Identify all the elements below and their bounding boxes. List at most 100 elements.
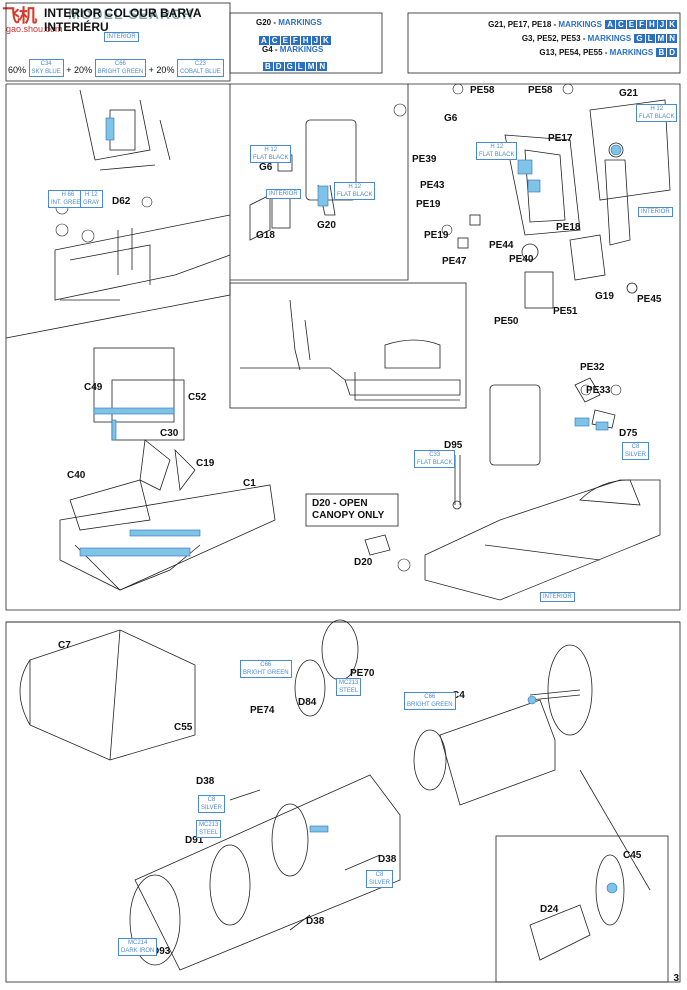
label-pe18: PE18 [556,222,581,233]
label-c40: C40 [67,470,86,481]
label-d91: D91 [185,835,204,846]
label-d84: D84 [298,697,317,708]
label-pe58-a: PE58 [470,85,495,96]
label-d38-c: D38 [306,916,325,927]
label-pe44: PE44 [489,240,514,251]
label-c30: C30 [160,428,179,439]
label-pe33: PE33 [586,385,611,396]
row1-letter-g: G [634,34,645,43]
chip-interior-2: INTERIOR [638,200,673,218]
g4-letter-g: G [284,62,295,71]
label-pe74: PE74 [250,705,275,716]
row0-letter-j: J [657,20,667,29]
g20-letter-e: E [280,36,290,45]
label-d75: D75 [619,428,638,439]
label-c4: C4 [452,690,465,701]
row0-letter-f: F [637,20,646,29]
interior-colour-panel: INTERIOR COLOUR BARVA INTERIÉRU INTERIOR… [6,3,230,81]
label-g6-right: G6 [444,113,458,124]
watermark-site: gao.shou.com [6,24,63,34]
label-pe39: PE39 [412,154,437,165]
chip-interior-1: INTERIOR [266,182,301,200]
watermark-text: MODEL SEARCH [68,6,194,22]
label-d20: D20 [354,557,373,568]
g20-letter-c: C [269,36,280,45]
markings-parts: G21, PE17, PE18 - [488,20,559,29]
g20-letter-a: A [259,36,269,45]
markings-g20: G20 - MARKINGS [256,18,322,27]
row1-letter-n: N [667,34,677,43]
label-d38-b: D38 [378,854,397,865]
markings-parts: G13, PE54, PE55 - [539,48,610,57]
label-pe47: PE47 [442,256,467,267]
label-g6-left: G6 [259,162,273,173]
label-d38-a: D38 [196,776,215,787]
label-d93: D93 [152,946,171,957]
markings-g4: G4 - MARKINGS [262,45,324,54]
label-g18: G18 [256,230,275,241]
row0-letter-e: E [626,20,637,29]
label-pe51: PE51 [553,306,578,317]
row2-letter-b: B [656,48,667,57]
label-pe58-b: PE58 [528,85,553,96]
markings-label: MARKINGS [587,34,634,43]
label-c49: C49 [84,382,103,393]
label-pe43: PE43 [420,180,445,191]
label-d24: D24 [540,904,559,915]
label-pe19-b: PE19 [424,230,449,241]
label-g21: G21 [619,88,638,99]
g20-letter-k: K [321,36,331,45]
row1-letter-l: L [645,34,655,43]
g4-letter-b: B [263,62,273,71]
label-pe17: PE17 [548,133,573,144]
label-c52: C52 [188,392,207,403]
label-c55: C55 [174,722,193,733]
watermark-logo: 飞机 [2,6,37,26]
label-pe45: PE45 [637,294,662,305]
row1-letter-m: M [655,34,667,43]
label-d62: D62 [112,196,131,207]
label-pe19-a: PE19 [416,199,441,210]
label-pe40: PE40 [509,254,534,265]
label-pe50: PE50 [494,316,519,327]
interior-title: INTERIOR COLOUR BARVA INTERIÉRU [44,6,202,34]
markings-parts: G3, PE52, PE53 - [521,34,588,43]
label-g19: G19 [595,291,614,302]
g4-letter-d: D [273,62,284,71]
row2-letter-d: D [667,48,677,57]
markings-label: MARKINGS [609,48,656,57]
row0-letter-a: A [605,20,615,29]
g4-letter-m: M [305,62,317,71]
label-g20: G20 [317,220,336,231]
g20-letter-h: H [300,36,311,45]
label-pe32: PE32 [580,362,605,373]
chip-interior-3: INTERIOR [540,585,575,603]
interior-chip: INTERIOR [104,25,139,43]
label-pe70: PE70 [350,668,375,679]
label-c45: C45 [623,850,642,861]
